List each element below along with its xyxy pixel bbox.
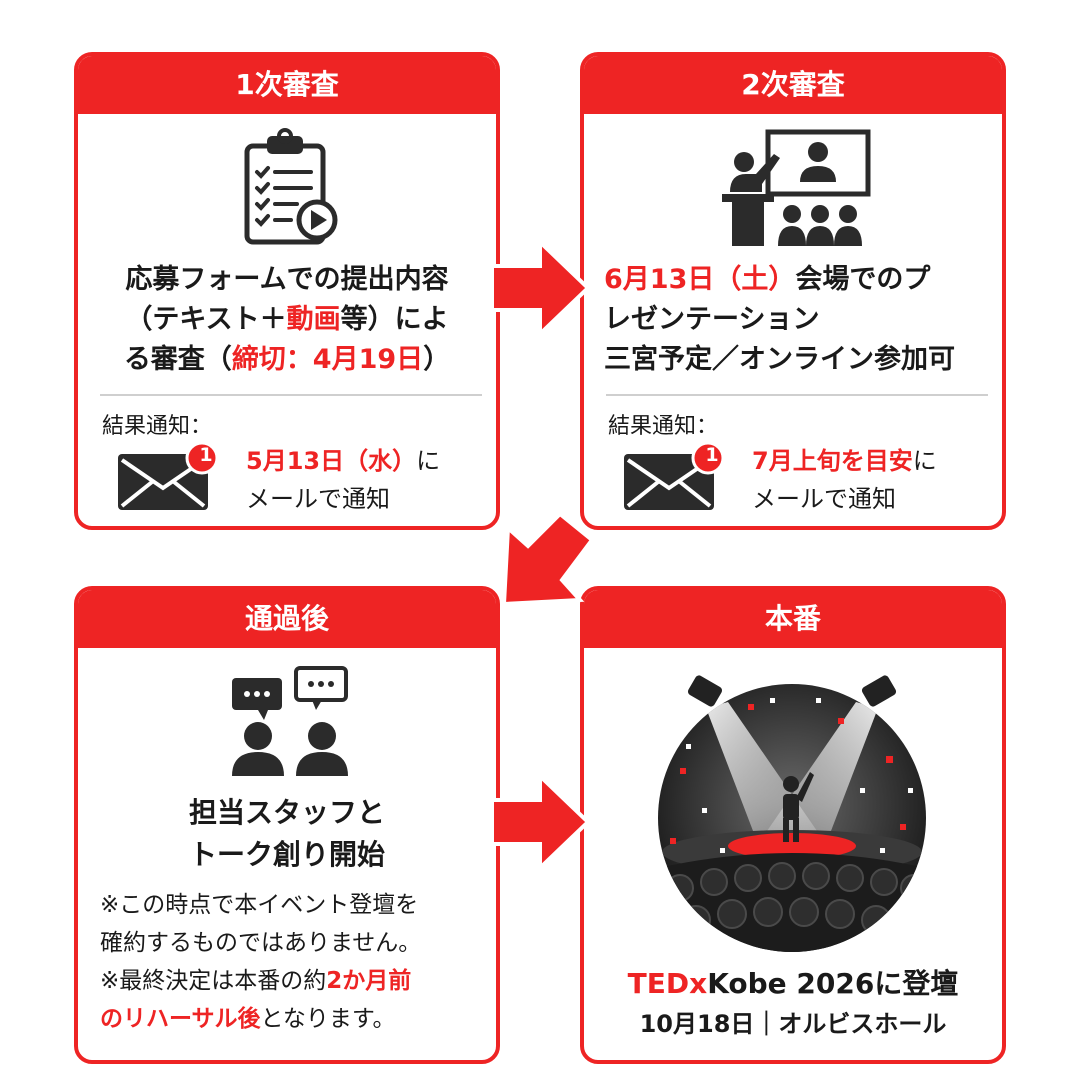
step4-event: TEDxKobe 2026に登壇 <box>584 962 1002 1002</box>
presentation-icon <box>722 129 871 246</box>
step2-notice-post: に <box>912 447 937 475</box>
step3-note1: ※この時点で本イベント登壇を <box>100 892 419 918</box>
step4-card: 本番 <box>580 586 1006 1064</box>
step3-note3-red: 2か月前 <box>326 968 412 994</box>
step1-line3-post: ） <box>423 344 451 375</box>
step2-card: 2次審査 6月13日（土）会場でのプ レゼンテーション 三宮予定／オンライン参加… <box>580 52 1006 530</box>
step3-note3: ※最終決定は本番の約2か月前 <box>100 962 490 1000</box>
step1-line2-pre: （テキスト＋ <box>125 304 287 335</box>
step3-desc-line2: トーク創り開始 <box>188 838 385 871</box>
step1-notice-line1: 5月13日（水）に <box>246 442 440 480</box>
step2-desc-line2: レゼンテーション <box>604 304 820 335</box>
step3-notes: ※この時点で本イベント登壇を 確約するものではありません。 ※最終決定は本番の約… <box>100 886 490 1038</box>
step2-notice-date: 7月上旬を目安 <box>752 447 913 475</box>
step4-title: 本番 <box>584 590 1002 648</box>
step1-title: 1次審査 <box>78 56 496 114</box>
step1-line2-post: 等）によ <box>340 304 449 335</box>
step1-notice-line2: メールで通知 <box>246 485 390 513</box>
step1-desc-line2: （テキスト＋動画等）によ <box>88 300 486 340</box>
arrow-right-icon <box>490 772 591 872</box>
step1-notice-date: 5月13日（水） <box>246 447 417 475</box>
step1-deadline: 締切：4月19日 <box>231 344 424 375</box>
step1-notice-label: 結果通知： <box>102 414 213 439</box>
step1-description: 応募フォームでの提出内容 （テキスト＋動画等）によ る審査（締切：4月19日） <box>88 260 486 380</box>
step2-badge: 1 <box>705 444 719 466</box>
step3-desc-line1: 担当スタッフと <box>188 796 385 829</box>
chat-people-icon <box>232 666 348 776</box>
step1-desc-line1: 応募フォームでの提出内容 <box>125 264 449 295</box>
arrow-down-left-icon <box>501 511 595 607</box>
clipboard-video-icon <box>244 128 338 245</box>
step3-note4-red: のリハーサル後 <box>100 1006 261 1032</box>
step3-description: 担当スタッフと トーク創り開始 <box>88 792 486 876</box>
arrow-right-icon <box>490 238 591 338</box>
step1-line3-pre: る審査（ <box>123 344 232 375</box>
step3-card: 通過後 担当スタッフと トーク創り開始 ※この時点で本イベント登壇を 確約するも… <box>74 586 500 1064</box>
step3-note4-post: となります。 <box>260 1006 396 1032</box>
step4-date: 10月18日｜オルビスホール <box>639 1010 947 1038</box>
step3-note2: 確約するものではありません。 <box>100 930 422 956</box>
mail-badge-icon <box>624 442 725 510</box>
step1-card: 1次審査 応募フォームでの提出内容 （テキスト＋動画等）によ る審査（締切：4月… <box>74 52 500 530</box>
step2-date: 6月13日（土） <box>604 264 796 295</box>
step1-desc-line3: る審査（締切：4月19日） <box>88 340 486 380</box>
step4-event-red: TEDx <box>627 967 708 1000</box>
step1-badge: 1 <box>199 444 213 466</box>
step2-notice: 7月上旬を目安に メールで通知 <box>752 442 937 518</box>
step1-notice: 5月13日（水）に メールで通知 <box>246 442 440 518</box>
step2-notice-line1: 7月上旬を目安に <box>752 442 937 480</box>
step2-line1-post: 会場でのプ <box>795 264 931 295</box>
step2-desc-line3: 三宮予定／オンライン参加可 <box>604 344 955 375</box>
step1-divider <box>100 394 482 396</box>
step2-divider <box>606 394 988 396</box>
step1-line2-red: 動画 <box>286 304 341 335</box>
mail-badge-icon <box>118 442 219 510</box>
step2-title: 2次審査 <box>584 56 1002 114</box>
step2-desc-line1: 6月13日（土）会場でのプ <box>604 260 1000 300</box>
step3-note3-pre: ※最終決定は本番の約 <box>100 968 327 994</box>
step2-notice-label: 結果通知： <box>608 414 719 439</box>
step4-event-rest: Kobe 2026に登壇 <box>707 967 959 1000</box>
step3-note4: のリハーサル後となります。 <box>100 1000 490 1038</box>
stage-spotlight-icon <box>658 675 926 952</box>
step2-notice-line2: メールで通知 <box>752 485 896 513</box>
step2-description: 6月13日（土）会場でのプ レゼンテーション 三宮予定／オンライン参加可 <box>604 260 1000 380</box>
step1-notice-post: に <box>416 447 441 475</box>
step3-title: 通過後 <box>78 590 496 648</box>
